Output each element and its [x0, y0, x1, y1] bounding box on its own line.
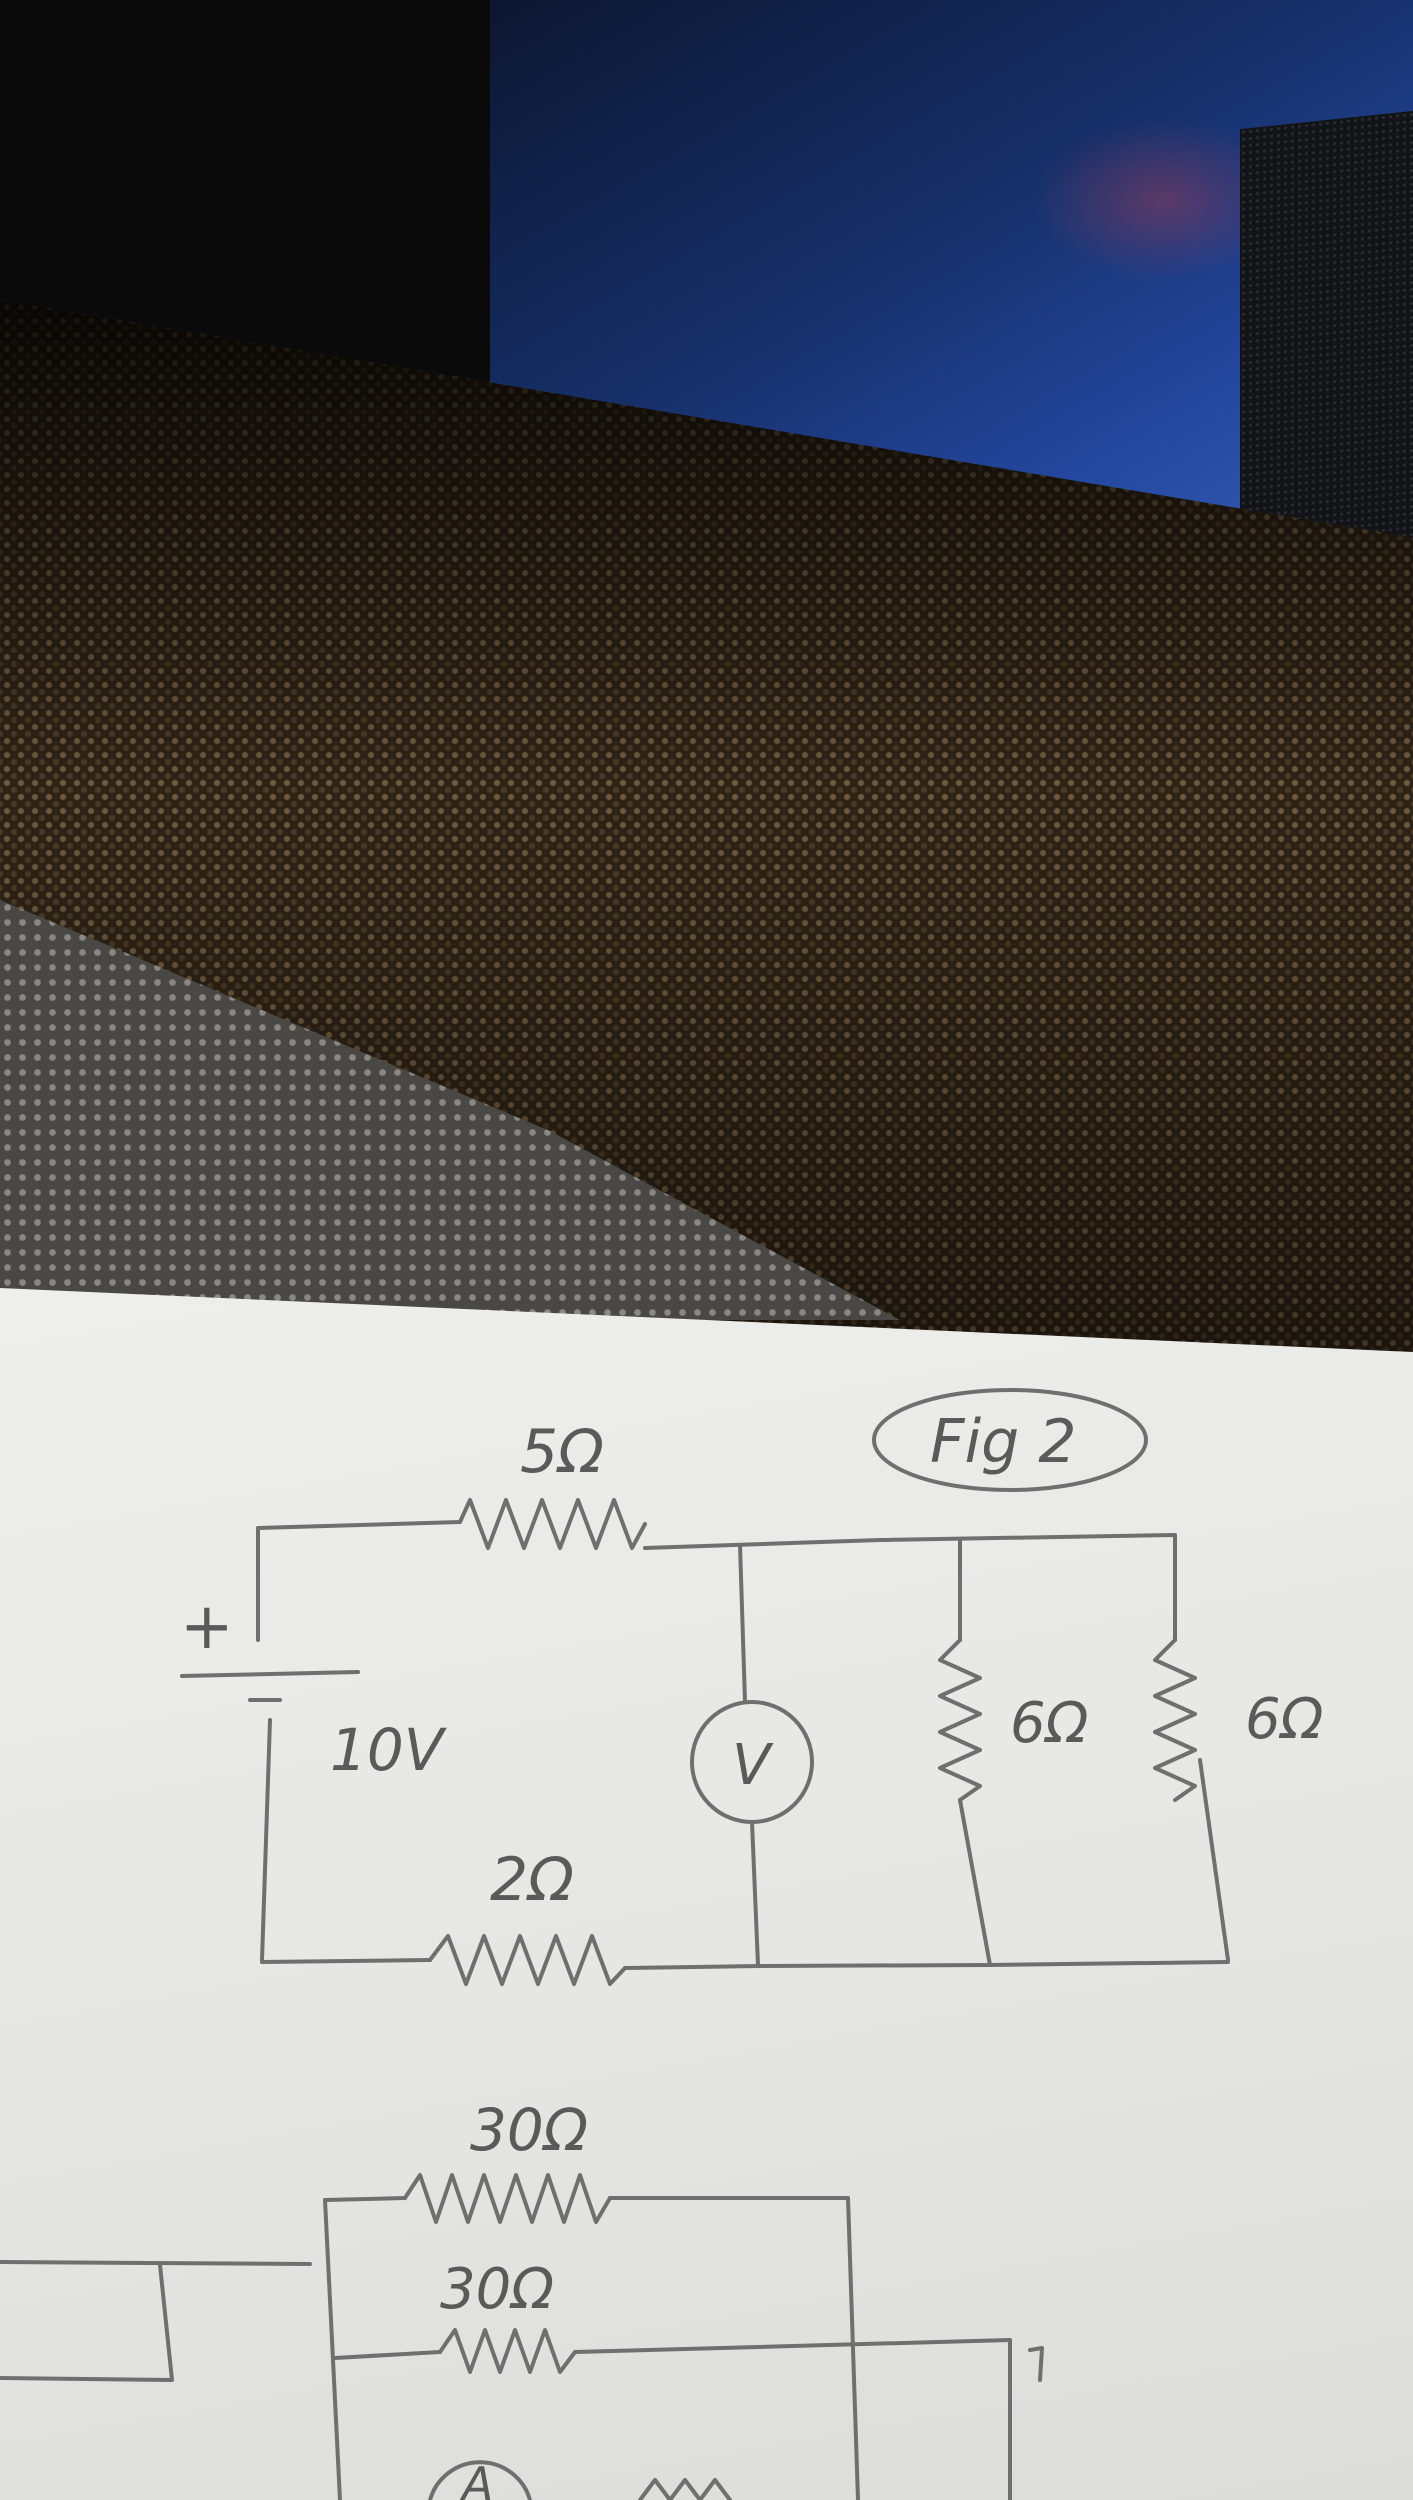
ammeter-arc	[428, 2460, 532, 2500]
resistor-6ohm-1	[938, 1638, 982, 1802]
resistor-30ohm-top	[403, 2173, 612, 2224]
wire-meter-bottom	[750, 1820, 760, 1967]
resistor-30ohm-middle	[438, 2328, 577, 2374]
wire-top-left	[256, 1520, 462, 1642]
fig-label-circle	[872, 1388, 1148, 1492]
wire-c2-right-stub	[1028, 2346, 1044, 2382]
resistor-2ohm-label: 2Ω	[490, 1845, 574, 1915]
wire-branch1-bottom	[958, 1798, 992, 1967]
battery-plus-sign: +	[180, 1590, 234, 1664]
paper-sheet	[0, 1288, 1413, 2500]
resistor-6ohm-1-label: 6Ω	[1010, 1691, 1089, 1756]
resistor-30ohm-top-label: 30Ω	[470, 2096, 588, 2164]
wire-top-main	[643, 1533, 1177, 1642]
battery-long-plate	[180, 1670, 360, 1678]
resistor-5ohm	[458, 1498, 647, 1550]
resistor-30ohm-middle-label: 30Ω	[440, 2257, 554, 2322]
wire-meter-branch	[738, 1543, 747, 1704]
wire-c2-left-top	[0, 2260, 312, 2266]
wire-c2-middle	[333, 2350, 442, 2360]
wire-c2-top	[323, 2196, 407, 2202]
resistor-2ohm	[428, 1934, 627, 1986]
box-c2-left	[0, 2263, 174, 2382]
wire-c2-middle-right	[573, 2338, 1012, 2500]
fig-label: Fig 2	[930, 1407, 1077, 1477]
ammeter-label: A	[459, 2457, 493, 2500]
wire-branch2-bottom	[1198, 1758, 1230, 1962]
wire-left-down	[260, 1718, 272, 1962]
wire-bottom-left	[260, 1958, 432, 1964]
wire-c2-top-right	[608, 2196, 860, 2500]
wire-bottom-right	[623, 1960, 1230, 1970]
resistor-5ohm-label: 5Ω	[520, 1417, 604, 1487]
resistor-6ohm-2	[1153, 1638, 1197, 1802]
voltmeter-label: V	[732, 1733, 774, 1798]
wire-c2-frame-left	[323, 2198, 342, 2500]
resistor-c2-bottom-partial	[638, 2478, 732, 2500]
battery-voltage-label: 10V	[330, 1716, 448, 1784]
resistor-6ohm-2-label: 6Ω	[1245, 1687, 1324, 1752]
